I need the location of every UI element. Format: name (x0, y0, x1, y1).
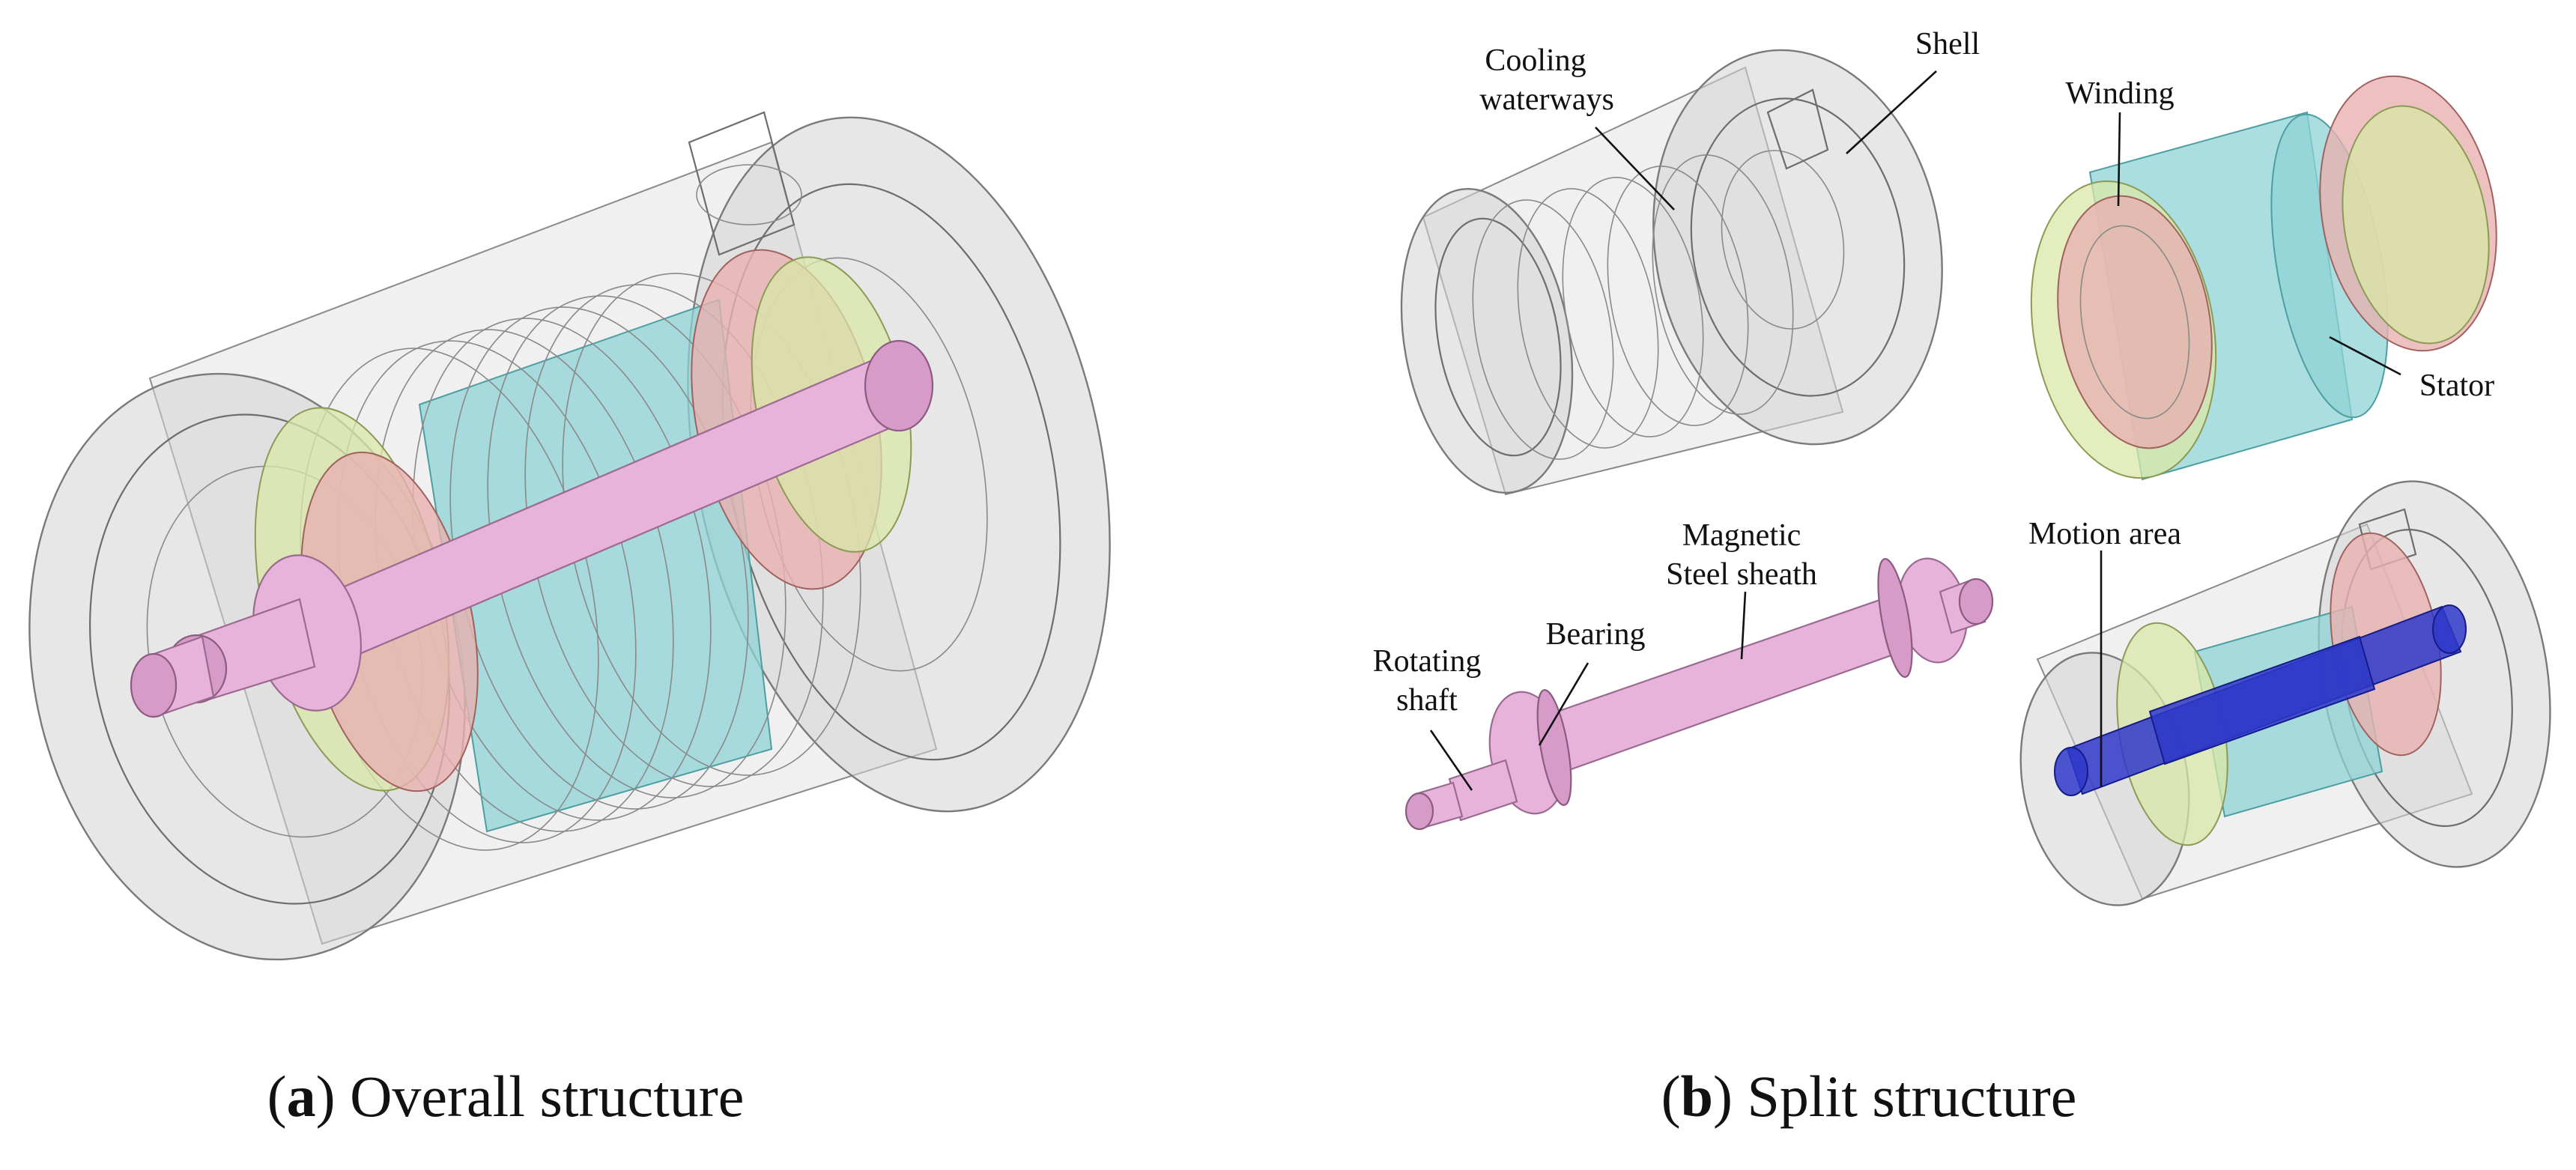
shell-label: Shell (1915, 27, 1980, 61)
winding-label: Winding (2065, 76, 2174, 111)
shell-leader-line (1846, 70, 1937, 154)
cooling-leader-line (1595, 127, 1675, 210)
overall-structure-model (28, 111, 1111, 961)
caption-b-letter: b (1681, 1064, 1713, 1129)
cooling-label-line-1: Cooling (1485, 43, 1586, 78)
stator-winding-model (2030, 75, 2497, 481)
cooling-label-line-2: waterways (1479, 82, 1614, 117)
stator-leader-line (2329, 336, 2401, 376)
rotating-leader-line (1429, 730, 1473, 791)
rotating-shaft-model (1404, 557, 1994, 831)
magnetic-label-line-2: Steel sheath (1666, 557, 1817, 592)
shell-model (1400, 49, 1943, 496)
caption-a: (a) Overall structure (267, 1064, 745, 1129)
caption-a-letter: a (287, 1064, 316, 1129)
rotating-label-line-1: Rotating (1373, 644, 1482, 679)
caption-a-text: Overall structure (336, 1064, 745, 1129)
motion-area-model (2019, 480, 2551, 906)
motion-area-label: Motion area (2028, 517, 2181, 551)
magnetic-leader-line (1740, 591, 1747, 660)
winding-leader-line (2117, 112, 2121, 207)
caption-b: (b) Split structure (1661, 1064, 2077, 1129)
bearing-leader-line (1538, 662, 1589, 746)
rotating-label-line-2: shaft (1396, 683, 1458, 718)
bearing-label: Bearing (1546, 617, 1646, 652)
magnetic-label-line-1: Magnetic (1682, 518, 1801, 553)
caption-b-text: Split structure (1733, 1064, 2076, 1129)
stator-label: Stator (2419, 369, 2494, 403)
